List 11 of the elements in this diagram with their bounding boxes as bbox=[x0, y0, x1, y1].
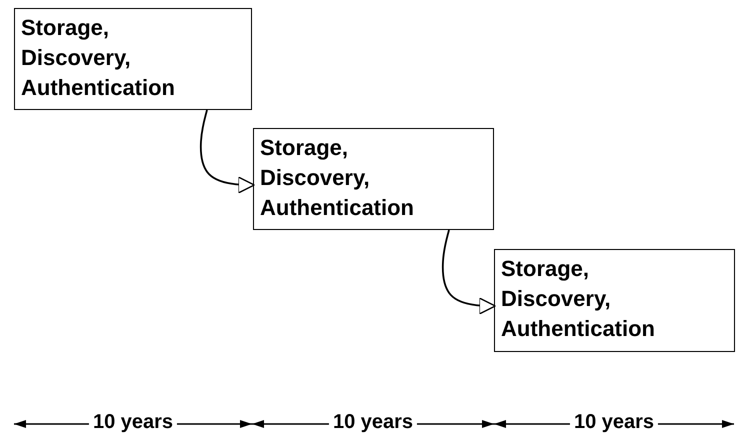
box-text: Storage, Discovery, Authentication bbox=[501, 255, 656, 343]
curved-arrow bbox=[200, 110, 255, 194]
box-text: Storage, Discovery, Authentication bbox=[21, 14, 176, 102]
box-text: Storage, Discovery, Authentication bbox=[260, 134, 415, 222]
dimension-label: 10 years bbox=[328, 411, 418, 434]
dimension-label: 10 years bbox=[88, 411, 178, 434]
dimension-label: 10 years bbox=[570, 411, 658, 434]
text-box bbox=[14, 8, 252, 110]
curved-arrow bbox=[442, 230, 496, 315]
text-box bbox=[494, 249, 735, 352]
text-box bbox=[253, 128, 494, 230]
